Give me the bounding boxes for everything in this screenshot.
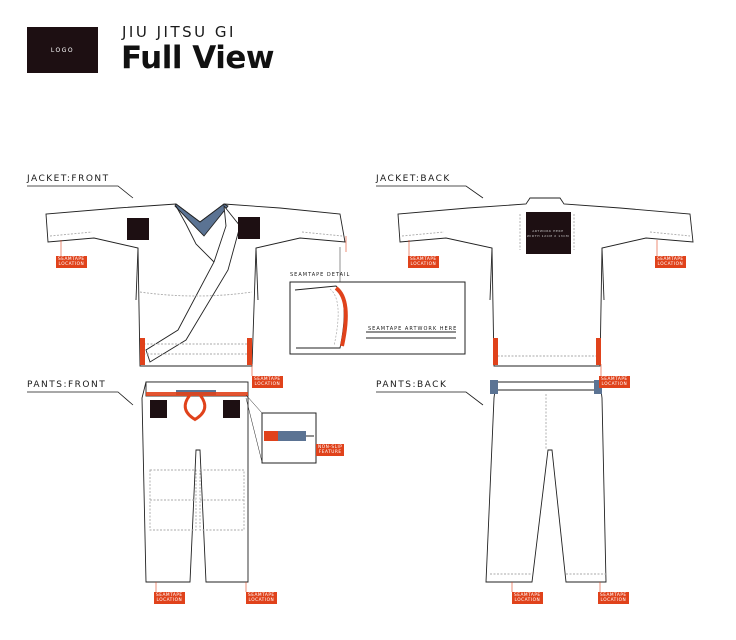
chest-patch-left: [127, 218, 149, 240]
callout-line1: NON-SLIP: [318, 445, 343, 450]
label-pants-back: PANTS:BACK: [376, 380, 448, 390]
chest-patch-right: [238, 217, 260, 239]
label-jacket-front: JACKET:FRONT: [27, 174, 110, 184]
pants-front: [141, 381, 249, 583]
leader-jacket-front: [27, 185, 134, 199]
back-artwork-line1: ARTWORK HERE: [532, 229, 563, 233]
nonslip-tape-left: [264, 431, 278, 441]
callout-line2: FEATURE: [318, 450, 342, 456]
callout-line2: LOCATION: [601, 382, 628, 388]
pants-back-grip-left: [490, 380, 498, 394]
pants-patch-left: [150, 400, 167, 418]
seamtape-artwork-text: SEAMTAPE ARTWORK HERE: [368, 326, 457, 332]
seamtape-hem-back-right: [596, 338, 601, 365]
callout-line1: SEAMTAPE: [657, 257, 684, 262]
leader-pants-front: [27, 391, 134, 406]
back-artwork-line2: WIDTH 12CM X 13CM: [527, 234, 569, 238]
pants-patch-right: [223, 400, 240, 418]
callout-line2: LOCATION: [514, 598, 541, 604]
callout-line1: SEAMTAPE: [156, 593, 183, 598]
page-subtitle: JIU JITSU GI: [122, 23, 236, 41]
pants-back: [485, 380, 607, 583]
logo: LOGO: [27, 27, 98, 73]
callout-line2: LOCATION: [600, 598, 627, 604]
callout-line2: LOCATION: [58, 262, 85, 268]
callout-line1: SEAMTAPE: [254, 377, 281, 382]
seamtape-hem-back-left: [493, 338, 498, 365]
callout-line1: SEAMTAPE: [600, 593, 627, 598]
jacket-back: [397, 197, 694, 367]
drawstring: [183, 394, 207, 422]
callout-line2: LOCATION: [657, 262, 684, 268]
label-jacket-back: JACKET:BACK: [376, 174, 451, 184]
logo-label: LOGO: [50, 46, 75, 54]
callout-line1: SEAMTAPE: [248, 593, 275, 598]
seamtape-detail-box: SEAMTAPE ARTWORK HERE: [289, 247, 466, 355]
label-pants-front: PANTS:FRONT: [27, 380, 107, 390]
jacket-front: [45, 203, 346, 367]
seamtape-detail-tape: [334, 286, 348, 347]
nonslip-grip: [278, 431, 306, 441]
callout-line2: LOCATION: [248, 598, 275, 604]
page-title: Full View: [121, 40, 274, 76]
callout-line1: SEAMTAPE: [514, 593, 541, 598]
nonslip-detail-box: [245, 394, 317, 464]
callout-line2: LOCATION: [156, 598, 183, 604]
callout-line1: SEAMTAPE: [58, 257, 85, 262]
back-artwork-patch: [526, 212, 571, 254]
leader-pants-back: [376, 391, 484, 406]
seamtape-detail-title: SEAMTAPE DETAIL: [290, 272, 350, 278]
callout-line2: LOCATION: [254, 382, 281, 388]
pants-back-grip-right: [594, 380, 602, 394]
callout-line1: SEAMTAPE: [410, 257, 437, 262]
callout-line1: SEAMTAPE: [601, 377, 628, 382]
seamtape-hem-front-left: [140, 338, 145, 365]
callout-line2: LOCATION: [410, 262, 437, 268]
leader-jacket-back: [376, 185, 484, 199]
seamtape-hem-front-right: [247, 338, 252, 365]
